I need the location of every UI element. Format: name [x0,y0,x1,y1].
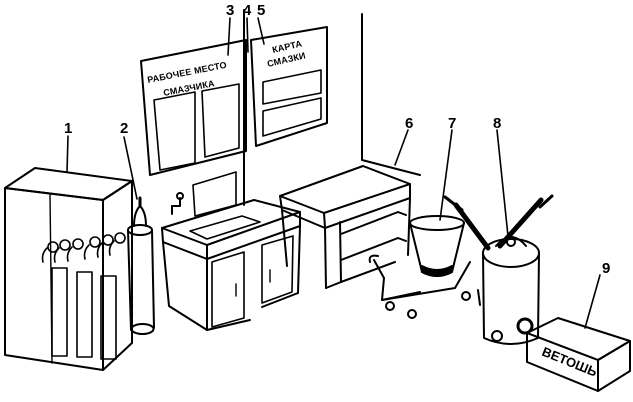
lubricant-cabinet [4,167,133,371]
barrel-pump-cart [477,194,554,345]
callout-7: 7 [448,115,456,132]
workplace-sign: РАБОЧЕЕ МЕСТО СМАЗЧИКА [140,39,247,176]
callout-1: 1 [64,120,72,137]
leader-lines [66,17,601,329]
workplace-sign-line1: РАБОЧЕЕ МЕСТО [146,60,227,85]
callout-3: 3 [226,2,234,19]
faucet-icon [171,192,184,215]
callout-9: 9 [602,260,610,277]
oil-drain-trolley [368,195,491,319]
gas-cylinder [127,196,155,335]
workbench [279,165,411,289]
grease-gun-nozzles [41,232,126,263]
callout-labels: 1 2 3 4 5 6 7 8 9 [64,2,610,277]
lubrication-map-sign: КАРТА СМАЗКИ [250,26,328,147]
callout-6: 6 [405,115,413,132]
wall-lines [243,9,421,206]
callout-2: 2 [120,120,128,137]
callout-5: 5 [257,2,265,19]
rag-crate: ВЕТОШЬ [526,317,631,392]
callout-4: 4 [243,2,252,19]
callout-8: 8 [493,115,501,132]
washbasin-cabinet [161,171,301,331]
workplace-sign-line2: СМАЗЧИКА [162,78,215,98]
